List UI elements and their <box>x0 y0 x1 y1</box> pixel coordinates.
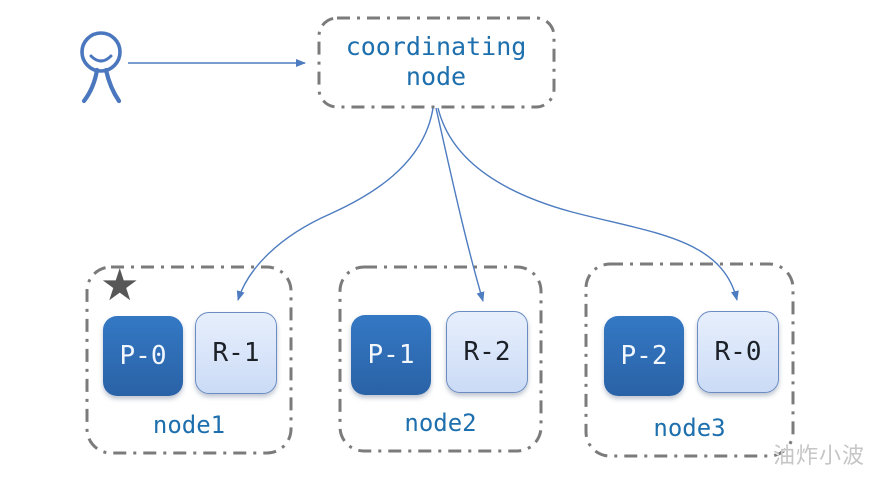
node1-border <box>85 265 293 455</box>
person-icon <box>80 31 122 104</box>
node1-replica-shard: R-1 <box>195 312 277 394</box>
coordinator-to-node3-arrow <box>437 107 739 301</box>
node2-label: node2 <box>404 409 477 437</box>
node3-primary-shard: P-2 <box>604 316 684 396</box>
coordinator-label: coordinating node <box>345 32 527 91</box>
coordinator-to-node2-arrow <box>435 107 485 302</box>
watermark-text: 油炸小波 <box>772 444 865 469</box>
node3-replica-shard: R-0 <box>697 311 779 393</box>
node2-border <box>338 265 543 453</box>
star-icon: ★ <box>100 260 140 311</box>
node2-replica-shard: R-2 <box>446 311 528 393</box>
coordinator-border <box>317 16 556 109</box>
node1-primary-shard: P-0 <box>103 316 183 396</box>
node2-primary-shard: P-1 <box>351 315 431 395</box>
coordinator-box: coordinating node <box>318 17 554 107</box>
node3-border <box>584 262 795 458</box>
node1-label: node1 <box>152 411 226 439</box>
coordinator-to-node1-arrow <box>236 107 434 301</box>
node3-label: node3 <box>653 414 726 442</box>
